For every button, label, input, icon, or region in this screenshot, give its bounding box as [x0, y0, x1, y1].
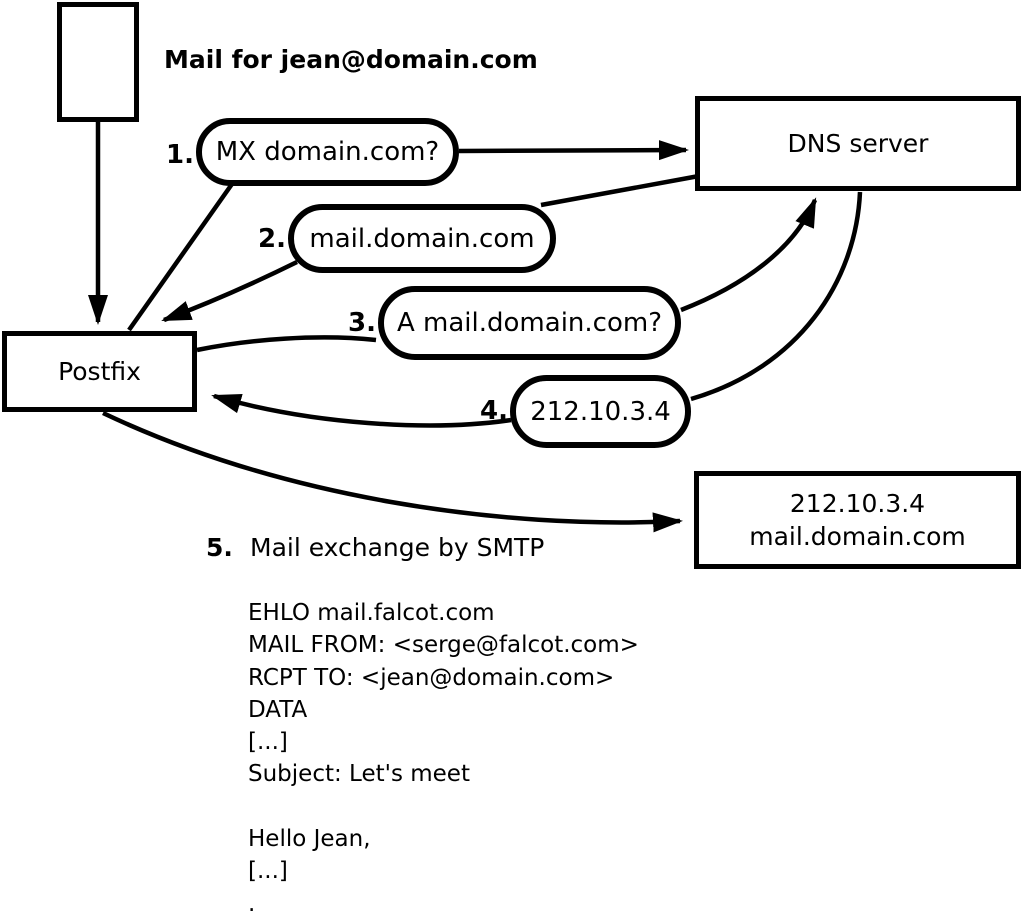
arrow-query-a-to-dns: [680, 197, 818, 313]
smtp-line-subject: Subject: Let's meet: [248, 761, 470, 788]
query-a-pill: A mail.domain.com?: [378, 286, 681, 360]
postfix-node: Postfix: [2, 331, 197, 412]
reply-a-pill: 212.10.3.4: [510, 375, 691, 448]
mail-for-label: Mail for jean@domain.com: [164, 45, 538, 74]
step-5-label: Mail exchange by SMTP: [250, 533, 545, 562]
mail-server-hostname-label: mail.domain.com: [749, 522, 966, 551]
step-3-number: 3.: [348, 308, 376, 338]
step-2-number: 2.: [258, 224, 286, 254]
smtp-line-mail-from: MAIL FROM: <serge@falcot.com>: [248, 632, 639, 659]
smtp-line-ellipsis-2: [...]: [248, 858, 288, 885]
step-1-number: 1.: [166, 140, 194, 170]
step-4-number: 4.: [480, 396, 508, 426]
smtp-line-ehlo: EHLO mail.falcot.com: [248, 600, 495, 626]
reply-a-label: 212.10.3.4: [530, 396, 671, 427]
dns-server-label: DNS server: [787, 129, 929, 158]
smtp-line-ellipsis-1: [...]: [248, 729, 288, 756]
line-dns-to-reply-mx: [540, 173, 700, 208]
arrow-query-mx-to-dns: [458, 140, 689, 161]
postfix-label: Postfix: [58, 357, 141, 386]
query-mx-label: MX domain.com?: [215, 137, 440, 167]
query-a-label: A mail.domain.com?: [397, 308, 662, 338]
smtp-session-block: EHLO mail.falcot.com MAIL FROM: <serge@f…: [248, 597, 639, 919]
line-postfix-to-query-mx: [127, 182, 234, 332]
smtp-line-terminator-dot: .: [248, 890, 256, 917]
smtp-line-rcpt-to: RCPT TO: <jean@domain.com>: [248, 664, 615, 691]
query-mx-pill: MX domain.com?: [196, 118, 459, 186]
step-5-row: 5. Mail exchange by SMTP: [206, 531, 544, 565]
dns-server-node: DNS server: [695, 96, 1021, 191]
step-5-number: 5.: [206, 533, 233, 562]
mail-server-ip-label: 212.10.3.4: [789, 489, 926, 518]
smtp-line-blank: [248, 791, 639, 823]
smtp-line-hello: Hello Jean,: [248, 826, 371, 853]
outgoing-mail-envelope: [57, 2, 139, 122]
smtp-line-data: DATA: [248, 696, 308, 723]
mail-server-node: 212.10.3.4 mail.domain.com: [694, 471, 1021, 569]
reply-mx-pill: mail.domain.com: [288, 204, 556, 273]
reply-mx-label: mail.domain.com: [309, 223, 535, 254]
arrow-reply-mx-to-postfix: [161, 259, 298, 323]
line-dns-to-reply-a: [690, 191, 863, 402]
